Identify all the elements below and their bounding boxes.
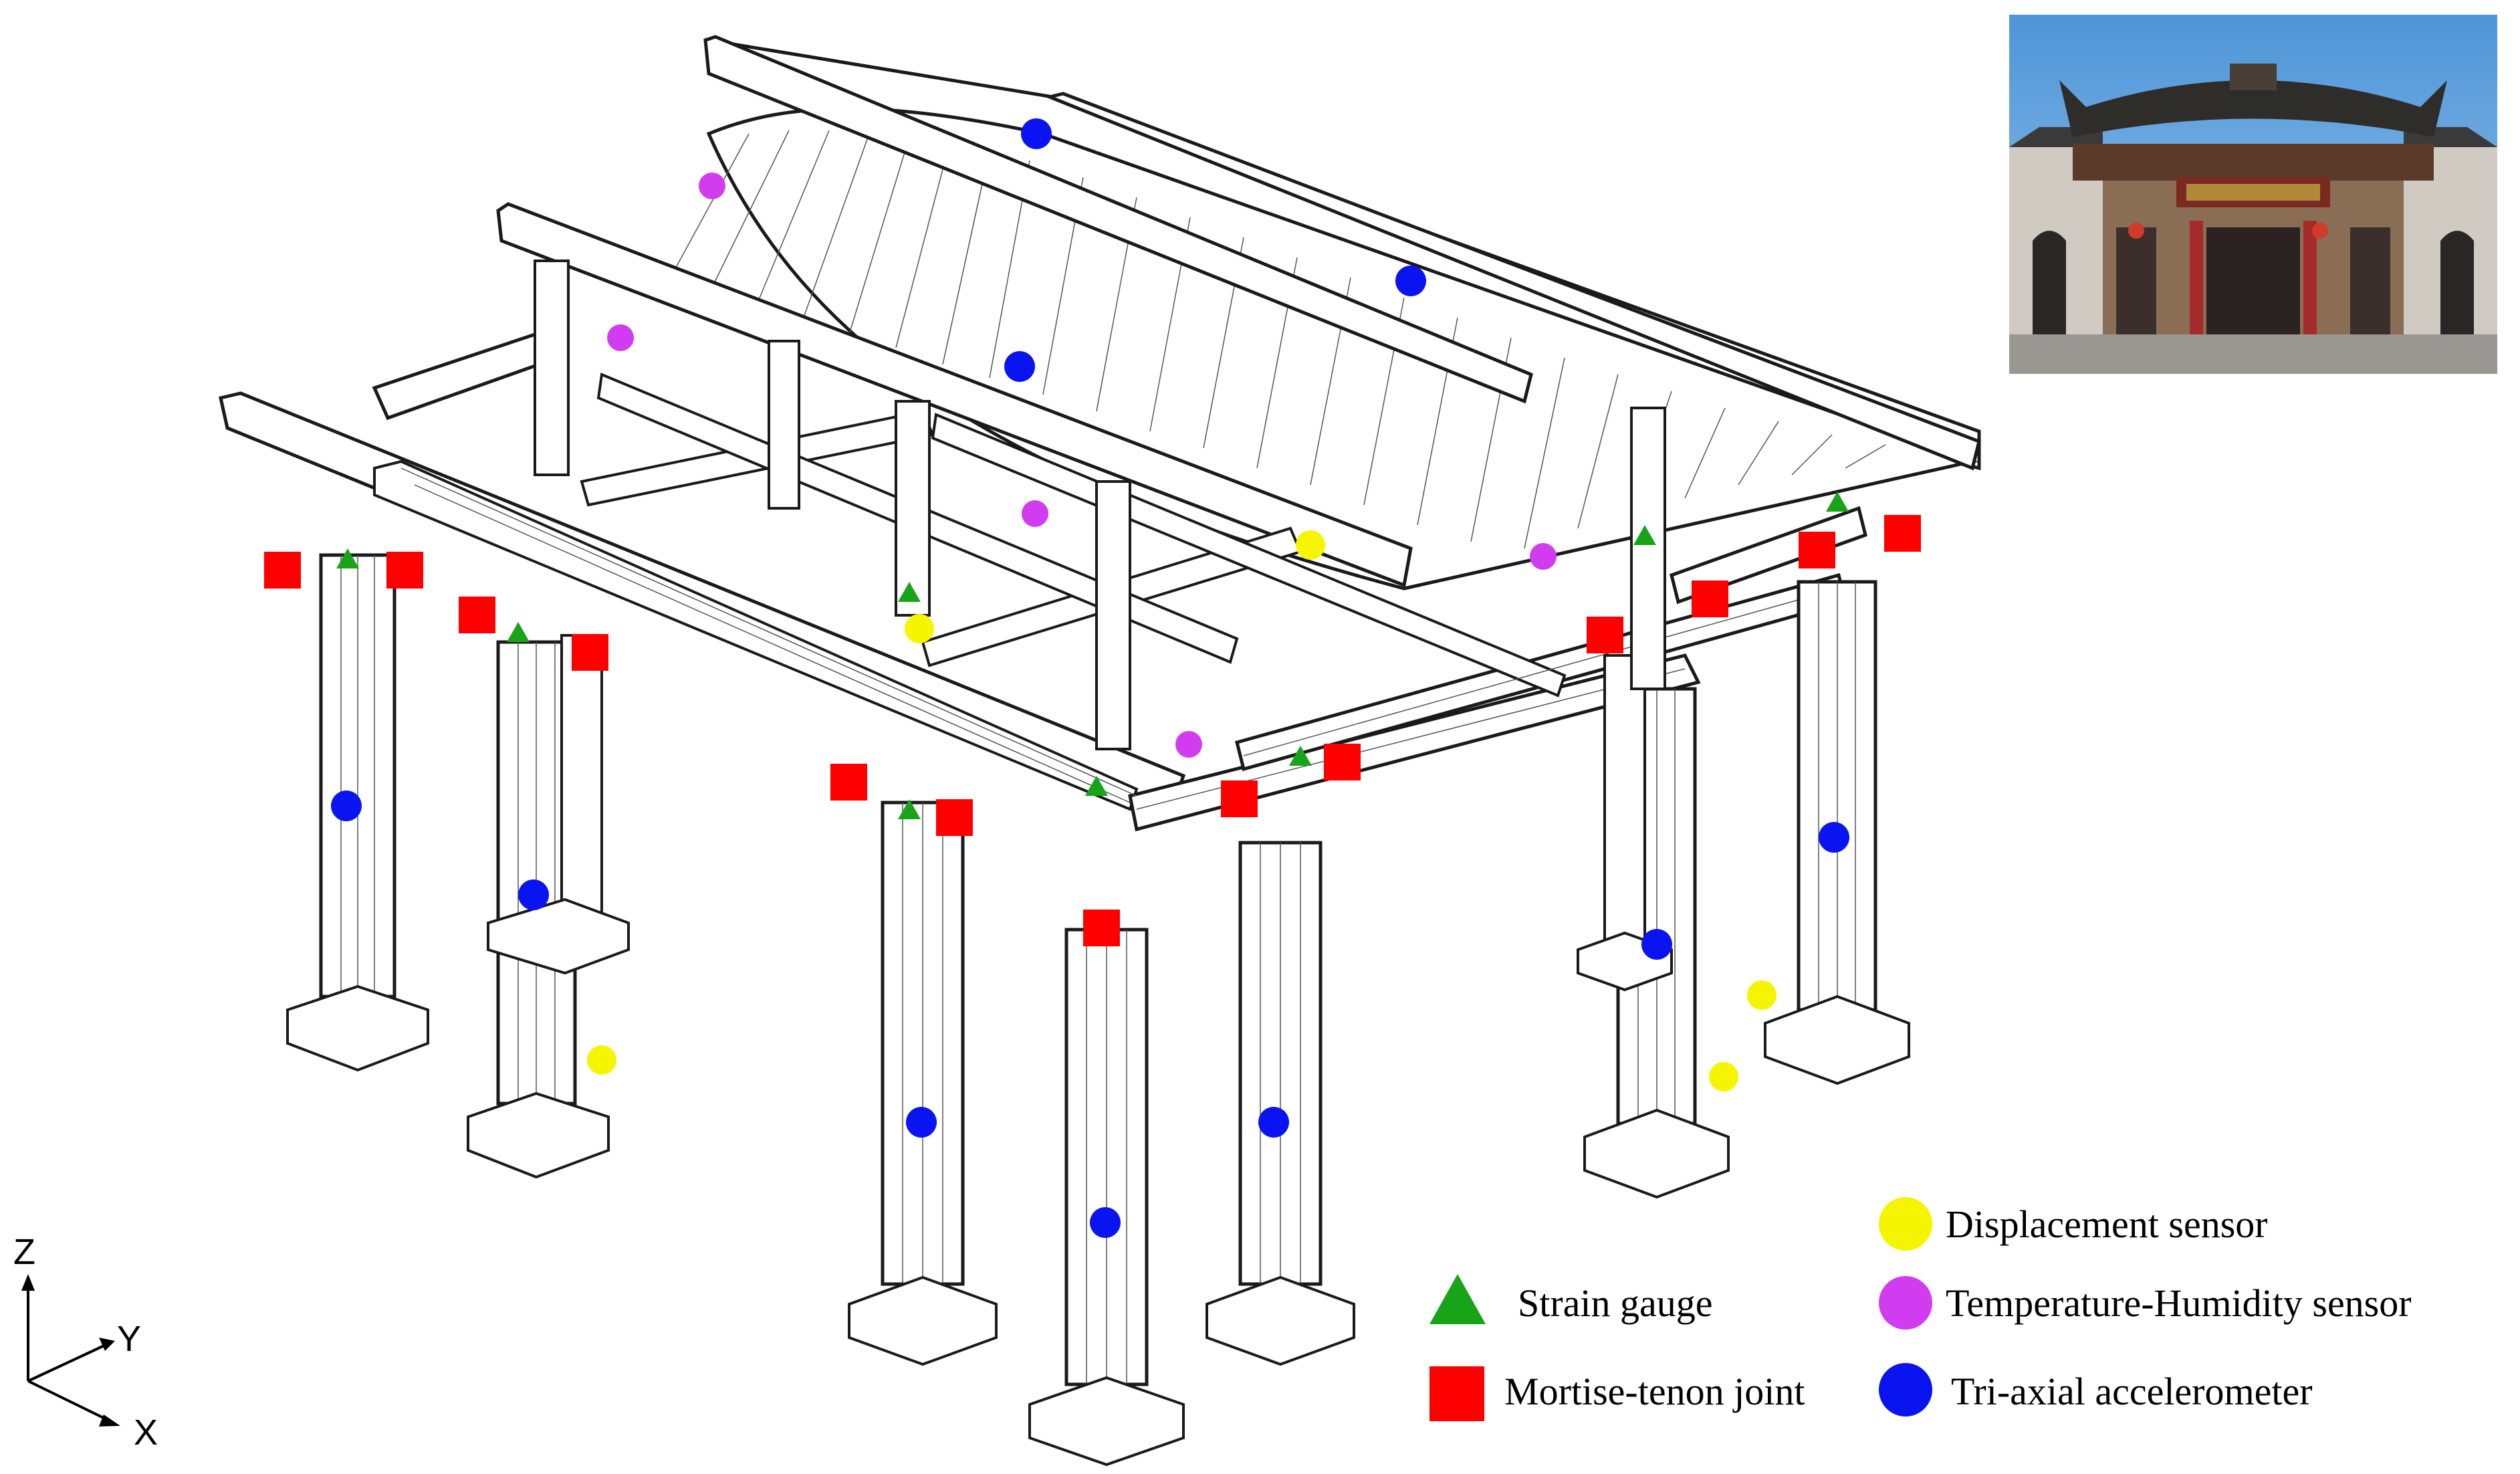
mortise-tenon-marker xyxy=(1799,532,1835,568)
legend-displacement-label: Displacement sensor xyxy=(1946,1202,2268,1246)
axis-z-label: Z xyxy=(13,1232,35,1272)
accelerometer-swatch xyxy=(1879,1363,1932,1416)
strain-gauge-marker xyxy=(898,799,921,819)
axis-x-label: X xyxy=(134,1412,158,1453)
column-right-back xyxy=(1764,580,1910,1085)
mortise-tenon-markers xyxy=(264,515,1921,946)
legend-accelerometer: Tri-axial accelerometer xyxy=(1879,1363,2313,1416)
displacement-marker xyxy=(1296,530,1325,560)
temp-humidity-swatch xyxy=(1879,1276,1932,1330)
strain-gauge-marker xyxy=(1289,746,1312,766)
mortise-tenon-marker xyxy=(1587,617,1623,653)
legend-displacement: Displacement sensor xyxy=(1879,1197,2268,1251)
accelerometer-marker xyxy=(1004,351,1035,382)
strain-gauge-marker xyxy=(898,582,921,602)
column-front-left xyxy=(286,553,429,1072)
mortise-tenon-marker xyxy=(936,799,973,836)
legend-temp-humidity-label: Temperature-Humidity sensor xyxy=(1946,1281,2412,1325)
legend-accelerometer-label: Tri-axial accelerometer xyxy=(1951,1370,2313,1413)
strain-gauge-markers xyxy=(336,492,1849,819)
column-right-front xyxy=(1206,841,1355,1366)
accelerometer-marker xyxy=(1021,118,1052,149)
displacement-marker xyxy=(905,614,934,643)
mortise-tenon-marker xyxy=(459,597,495,633)
column-mid-front xyxy=(848,801,998,1366)
accelerometer-marker xyxy=(1258,1107,1289,1138)
column-back-left xyxy=(487,634,630,975)
strain-gauge-swatch xyxy=(1429,1274,1486,1324)
strain-gauge-marker xyxy=(1633,525,1656,545)
mortise-tenon-marker xyxy=(264,552,301,589)
displacement-swatch xyxy=(1879,1197,1932,1251)
temp-humidity-marker xyxy=(1175,731,1202,758)
axis-indicator: Z Y X xyxy=(13,1232,158,1453)
displacement-marker xyxy=(1709,1062,1738,1091)
legend-strain-gauge: Strain gauge xyxy=(1429,1274,1713,1325)
strain-gauge-marker xyxy=(507,622,530,642)
accelerometer-marker xyxy=(1395,266,1426,296)
strain-gauge-marker xyxy=(1085,776,1108,796)
building-photo xyxy=(2009,15,2497,374)
legend-temp-humidity: Temperature-Humidity sensor xyxy=(1879,1276,2412,1330)
accelerometer-marker xyxy=(518,879,549,910)
legend-strain-gauge-label: Strain gauge xyxy=(1518,1281,1713,1325)
mortise-tenon-marker xyxy=(1324,744,1361,780)
displacement-marker xyxy=(587,1045,616,1075)
mortise-tenon-marker xyxy=(1692,581,1728,617)
accelerometer-marker xyxy=(906,1107,937,1138)
displacement-marker xyxy=(1747,980,1777,1010)
displacement-markers xyxy=(587,530,1777,1091)
frame-beams xyxy=(219,202,1867,832)
legend-mortise-tenon-label: Mortise-tenon joint xyxy=(1504,1370,1805,1413)
mortise-tenon-marker xyxy=(1884,515,1921,552)
temp-humidity-marker xyxy=(699,173,725,199)
roof-structure xyxy=(668,35,1981,591)
temp-humidity-markers xyxy=(607,173,1557,758)
sensor-markers xyxy=(264,118,1921,1238)
column-corner-front xyxy=(1028,928,1185,1467)
accelerometer-markers xyxy=(331,118,1849,1238)
accelerometer-marker xyxy=(331,791,362,821)
accelerometer-marker xyxy=(1090,1207,1121,1238)
temp-humidity-marker xyxy=(1022,500,1048,527)
accelerometer-marker xyxy=(1641,929,1672,960)
mortise-tenon-marker xyxy=(572,634,608,671)
mortise-tenon-marker xyxy=(1221,780,1258,817)
legend-mortise-tenon: Mortise-tenon joint xyxy=(1429,1366,1805,1421)
mortise-tenon-marker xyxy=(830,764,867,801)
columns xyxy=(286,259,1910,1467)
strain-gauge-marker xyxy=(1826,492,1849,512)
axis-y-label: Y xyxy=(117,1319,141,1359)
mortise-tenon-marker xyxy=(1083,910,1120,946)
strain-gauge-marker xyxy=(336,548,359,568)
mortise-tenon-swatch xyxy=(1429,1366,1484,1421)
temp-humidity-marker xyxy=(607,324,634,351)
mortise-tenon-marker xyxy=(386,552,423,589)
accelerometer-marker xyxy=(1819,822,1849,853)
legend: Strain gauge Mortise-tenon joint Displac… xyxy=(1429,1197,2412,1421)
temp-humidity-marker xyxy=(1530,543,1557,570)
